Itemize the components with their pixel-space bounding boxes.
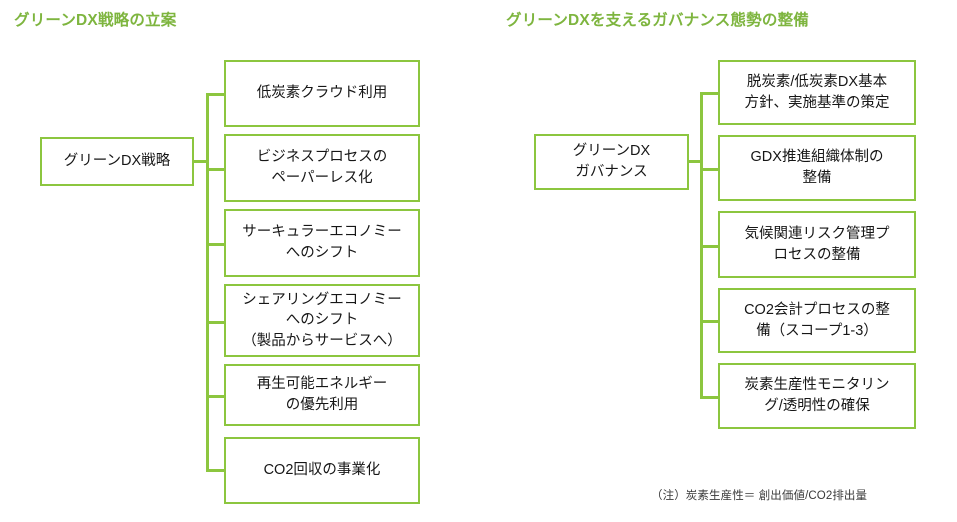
right-branch-connector-1 [700,92,719,95]
left-branch-connector-4 [206,321,225,324]
left-node-5[interactable]: 再生可能エネルギー の優先利用 [224,364,420,426]
left-branch-connector-3 [206,243,225,246]
left-root-node[interactable]: グリーンDX戦略 [40,137,194,186]
left-trunk-line [206,94,209,471]
right-node-4[interactable]: CO2会計プロセスの整 備（スコープ1-3） [718,288,916,353]
right-branch-connector-3 [700,245,719,248]
left-node-1[interactable]: 低炭素クラウド利用 [224,60,420,127]
left-panel-title: グリーンDX戦略の立案 [14,12,177,29]
left-branch-connector-2 [206,168,225,171]
left-branch-connector-6 [206,469,225,472]
left-node-3[interactable]: サーキュラーエコノミー へのシフト [224,209,420,277]
left-branch-connector-5 [206,395,225,398]
right-node-2[interactable]: GDX推進組織体制の 整備 [718,135,916,201]
left-node-2[interactable]: ビジネスプロセスの ペーパーレス化 [224,134,420,202]
left-root-connector [194,160,207,163]
right-node-1[interactable]: 脱炭素/低炭素DX基本 方針、実施基準の策定 [718,60,916,125]
right-branch-connector-5 [700,396,719,399]
right-node-5[interactable]: 炭素生産性モニタリン グ/透明性の確保 [718,363,916,429]
left-node-4[interactable]: シェアリングエコノミー へのシフト （製品からサービスへ） [224,284,420,357]
left-node-6[interactable]: CO2回収の事業化 [224,437,420,504]
footnote-text: （注）炭素生産性＝ 創出価値/CO2排出量 [651,490,868,502]
right-node-3[interactable]: 気候関連リスク管理プ ロセスの整備 [718,211,916,278]
right-root-connector [689,160,701,163]
left-branch-connector-1 [206,93,225,96]
right-branch-connector-2 [700,168,719,171]
right-panel-title: グリーンDXを支えるガバナンス態勢の整備 [506,12,809,29]
right-root-node[interactable]: グリーンDX ガバナンス [534,134,689,190]
right-branch-connector-4 [700,320,719,323]
